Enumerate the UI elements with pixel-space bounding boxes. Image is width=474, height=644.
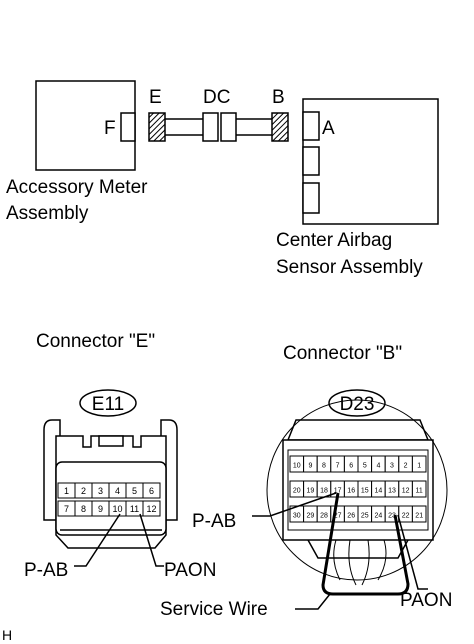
connector-e-title: Connector "E" — [36, 331, 155, 352]
e-pab-leader — [74, 513, 121, 567]
airbag-sensor-box — [302, 98, 439, 225]
meter-label-2: Assembly — [6, 203, 89, 224]
connector-e-hatched — [148, 112, 166, 142]
b-pin-cell — [411, 505, 427, 523]
accessory-meter-box — [35, 80, 136, 171]
b-pab-leader — [252, 492, 337, 517]
b-pin-number: 28 — [320, 513, 328, 520]
airbag-port-3 — [302, 182, 320, 214]
connector-b-code: D23 — [340, 394, 375, 415]
port-a-label: A — [322, 118, 335, 139]
e-pin-cell — [142, 482, 161, 499]
connector-b-hatched — [271, 112, 289, 142]
b-pin-number: 4 — [376, 463, 380, 470]
meter-port-f — [120, 112, 136, 142]
service-wire-leader — [295, 593, 331, 610]
e-pin-number: 1 — [64, 486, 69, 496]
connector-b-code-oval — [328, 389, 386, 417]
b-paon-leader — [397, 514, 428, 590]
airbag-label-2: Sensor Assembly — [276, 257, 423, 278]
b-pin-number: 24 — [375, 513, 383, 520]
connector-b-title: Connector "B" — [283, 343, 402, 364]
port-f-label: F — [104, 118, 116, 139]
b-pin-cell — [411, 480, 427, 498]
e-pin-number: 8 — [81, 504, 86, 514]
service-wire — [321, 492, 410, 596]
b-pab-label: P-AB — [192, 511, 236, 532]
conn-dc-label: DC — [203, 87, 230, 108]
b-pin-number: 29 — [307, 513, 315, 520]
b-pin-cell — [411, 455, 427, 473]
e-pin-cell — [142, 500, 161, 517]
airbag-port-a — [302, 111, 320, 141]
b-pin-number: 20 — [293, 488, 301, 495]
e-pin-number: 2 — [81, 486, 86, 496]
b-pin-number: 26 — [347, 513, 355, 520]
b-pin-number: 6 — [349, 463, 353, 470]
b-paon-label: PAON — [400, 590, 452, 611]
e-pin-number: 3 — [98, 486, 103, 496]
b-pin-number: 17 — [334, 488, 342, 495]
b-pin-number: 30 — [293, 513, 301, 520]
b-pin-number: 23 — [388, 513, 396, 520]
connector-e-code: E11 — [92, 394, 124, 415]
b-pin-number: 3 — [390, 463, 394, 470]
b-pin-number: 18 — [320, 488, 328, 495]
e-paon-label: PAON — [164, 560, 216, 581]
airbag-label-1: Center Airbag — [276, 230, 392, 251]
b-pin-number: 11 — [416, 488, 423, 495]
b-pin-number: 25 — [361, 513, 369, 520]
dc-connector-left — [202, 112, 219, 142]
b-pin-number: 14 — [375, 488, 383, 495]
b-pin-number: 8 — [322, 463, 326, 470]
b-pin-number: 19 — [307, 488, 315, 495]
e-pin-number: 9 — [98, 504, 103, 514]
e-pin-number: 12 — [146, 504, 156, 514]
b-pin-number: 21 — [415, 513, 423, 520]
b-pin-number: 5 — [363, 463, 367, 470]
e-pin-number: 6 — [149, 486, 154, 496]
b-pin-number: 12 — [402, 488, 410, 495]
e-pab-label: P-AB — [24, 560, 68, 581]
b-pin-number: 22 — [402, 513, 410, 520]
b-pin-number: 2 — [404, 463, 408, 470]
b-pin-number: 7 — [336, 463, 340, 470]
e-pin-number: 10 — [112, 504, 122, 514]
connector-e-code-oval — [79, 389, 137, 417]
e-pin-number: 7 — [64, 504, 69, 514]
service-wire-label: Service Wire — [160, 599, 268, 620]
airbag-port-2 — [302, 146, 320, 176]
b-pin-number: 13 — [388, 488, 396, 495]
footer-code: H — [2, 627, 12, 643]
dc-connector-right — [220, 112, 237, 142]
e-pin-number: 11 — [130, 504, 139, 514]
b-pin-number: 16 — [347, 488, 355, 495]
e-pin-number: 4 — [115, 486, 120, 496]
b-pin-number: 15 — [361, 488, 369, 495]
b-pin-number: 10 — [293, 463, 301, 470]
meter-label-1: Accessory Meter — [6, 177, 148, 198]
b-pin-number: 1 — [417, 463, 421, 470]
e-paon-leader — [139, 513, 164, 567]
b-pin-number: 9 — [308, 463, 312, 470]
e-pin-number: 5 — [132, 486, 137, 496]
conn-e-label: E — [149, 87, 162, 108]
conn-b-label: B — [272, 87, 285, 108]
b-pin-number: 27 — [334, 513, 342, 520]
